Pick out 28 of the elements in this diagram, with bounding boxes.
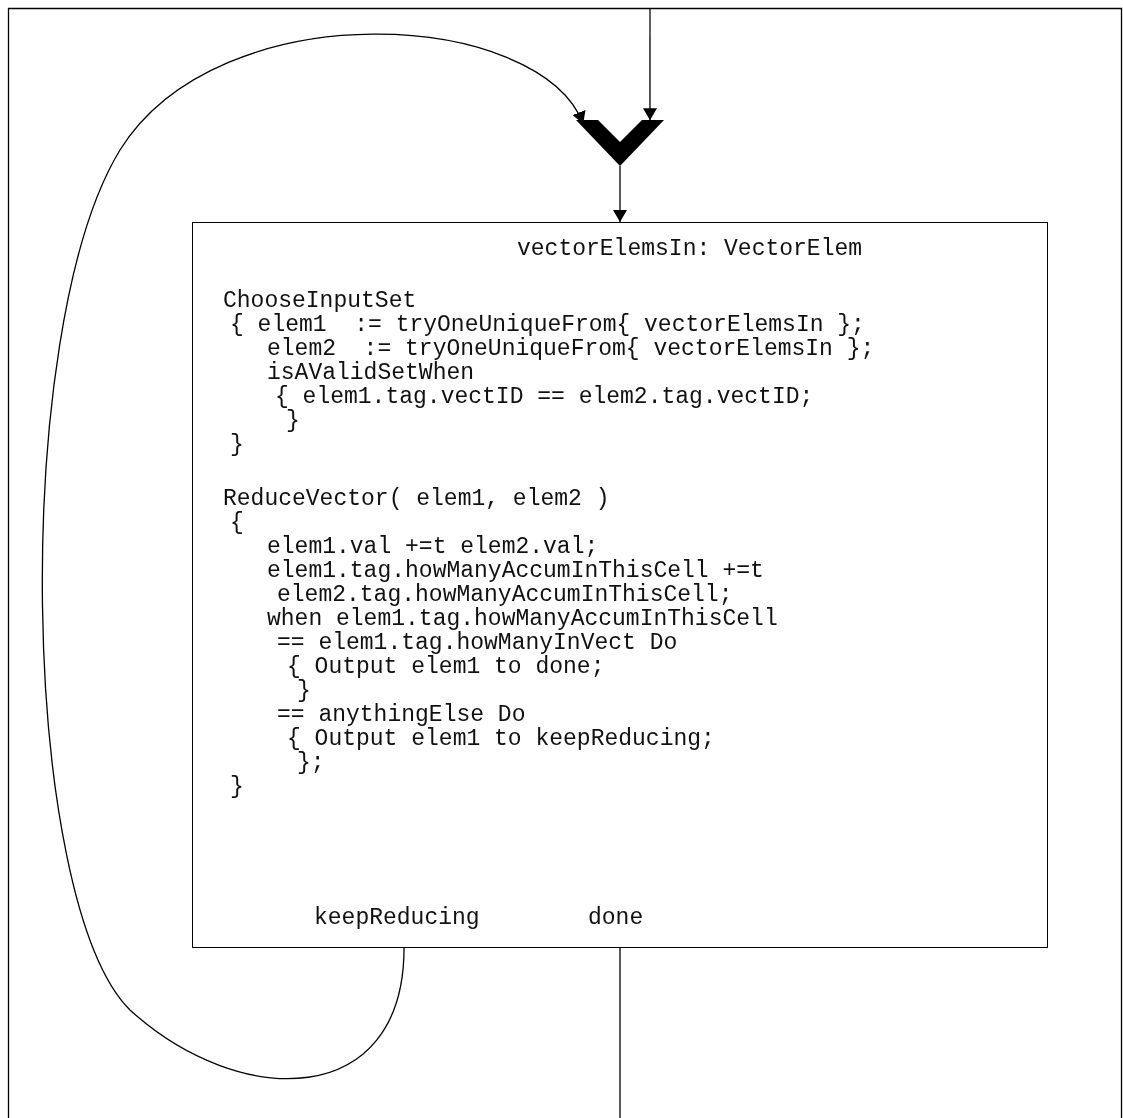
code-line: elem2 := tryOneUniqueFrom{ vectorElemsIn }; xyxy=(267,337,875,361)
code-line: { elem1.tag.vectID == elem2.tag.vectID; xyxy=(275,385,814,409)
code-line: } xyxy=(286,409,300,433)
code-line: when elem1.tag.howManyAccumInThisCell xyxy=(267,607,778,631)
arrow xyxy=(41,33,584,1080)
code-line: } xyxy=(230,775,244,799)
code-line: isAValidSetWhen xyxy=(267,361,475,385)
code-line: == elem1.tag.howManyInVect Do xyxy=(277,631,678,655)
code-line: }; xyxy=(297,751,325,775)
port-label: done xyxy=(588,906,644,930)
input-label: vectorElemsIn: VectorElem xyxy=(517,237,863,261)
connector-line xyxy=(619,947,621,1118)
code-line: } xyxy=(297,679,311,703)
arrow xyxy=(643,7,657,121)
code-line: { Output elem1 to keepReducing; xyxy=(287,727,715,751)
code-line: ReduceVector( elem1, elem2 ) xyxy=(223,487,610,511)
code-line: elem1.val +=t elem2.val; xyxy=(267,535,599,559)
arrow xyxy=(613,165,627,223)
code-line: elem1.tag.howManyAccumInThisCell +=t xyxy=(267,559,764,583)
code-line: == anythingElse Do xyxy=(277,703,526,727)
port-label: keepReducing xyxy=(314,906,480,930)
code-line: { xyxy=(230,511,244,535)
process-box xyxy=(192,222,1048,948)
code-line: { Output elem1 to done; xyxy=(287,655,605,679)
code-line: elem2.tag.howManyAccumInThisCell; xyxy=(277,583,733,607)
code-line: { elem1 := tryOneUniqueFrom{ vectorElemsIn }; xyxy=(230,313,865,337)
code-line: ChooseInputSet xyxy=(223,289,417,313)
code-line: } xyxy=(230,433,244,457)
